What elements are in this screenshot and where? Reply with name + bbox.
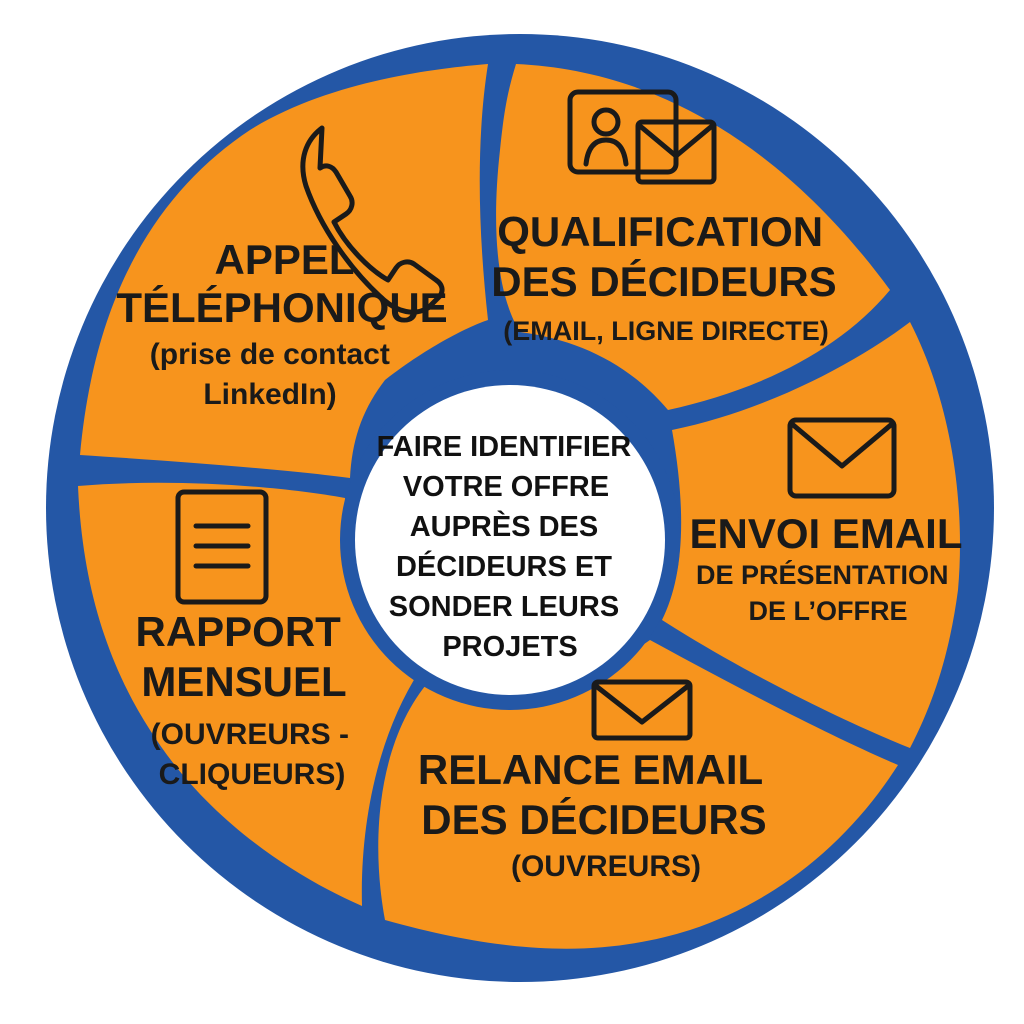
qualification-detail: (EMAIL, LIGNE DIRECTE): [503, 316, 829, 346]
qualification-title-line: DES DÉCIDEURS: [491, 258, 836, 305]
envoi-detail: DE PRÉSENTATION DE L’OFFRE: [696, 559, 956, 626]
contact-card-email-icon: [567, 89, 717, 185]
qualification-title: QUALIFICATION DES DÉCIDEURS: [491, 208, 836, 305]
envoi-title-line: ENVOI EMAIL: [689, 510, 962, 557]
relance-title-line: DES DÉCIDEURS: [421, 796, 766, 843]
appel-title-line: APPEL: [215, 236, 354, 283]
rapport-detail-line: (OUVREURS -: [151, 718, 349, 751]
center-line: DÉCIDEURS ET: [396, 549, 612, 583]
relance-title: RELANCE EMAIL DES DÉCIDEURS: [418, 746, 774, 843]
appel-detail-line: (prise de contact: [150, 338, 390, 371]
segment-rapport: [78, 482, 420, 906]
segment-qualification: [496, 64, 890, 410]
appel-detail: (prise de contact LinkedIn): [150, 338, 398, 411]
qualification-title-line: QUALIFICATION: [497, 208, 823, 255]
appel-title: APPEL TÉLÉPHONIQUE: [116, 236, 447, 331]
appel-detail-line: LinkedIn): [203, 378, 336, 411]
center-line: AUPRÈS DES: [410, 509, 599, 543]
envelope-icon: [787, 417, 897, 499]
center-line: FAIRE IDENTIFIER: [377, 431, 632, 463]
qualification-detail-line: (EMAIL, LIGNE DIRECTE): [503, 316, 829, 346]
document-icon: [175, 489, 269, 605]
center-line: SONDER LEURS: [389, 591, 619, 623]
relance-detail-line: (OUVREURS): [511, 850, 701, 883]
center-line: VOTRE OFFRE: [403, 471, 609, 503]
envelope-icon: [591, 679, 693, 741]
relance-detail: (OUVREURS): [511, 850, 701, 883]
center-disc: [355, 385, 665, 695]
rapport-title: RAPPORT MENSUEL: [135, 608, 352, 705]
center-text: FAIRE IDENTIFIER VOTRE OFFRE AUPRÈS DES …: [377, 431, 640, 663]
relance-title-line: RELANCE EMAIL: [418, 746, 763, 793]
rapport-title-line: MENSUEL: [141, 658, 346, 705]
segment-relance: [378, 640, 898, 949]
envoi-title: ENVOI EMAIL: [689, 510, 962, 557]
rapport-detail: (OUVREURS - CLIQUEURS): [151, 718, 358, 791]
rapport-title-line: RAPPORT: [135, 608, 341, 655]
appel-title-line: TÉLÉPHONIQUE: [116, 284, 447, 331]
phone-icon: [300, 125, 445, 315]
rapport-detail-line: CLIQUEURS): [159, 758, 346, 791]
envoi-detail-line: DE L’OFFRE: [748, 596, 907, 626]
envoi-detail-line: DE PRÉSENTATION: [696, 559, 949, 590]
center-line: PROJETS: [442, 631, 577, 663]
segment-appel: [80, 64, 488, 478]
